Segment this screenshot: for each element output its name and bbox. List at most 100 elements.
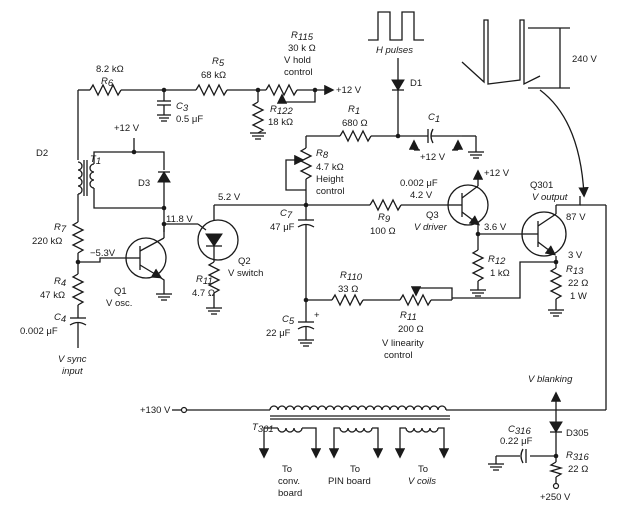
h-pulses-waveform: H pulses [368, 11, 424, 56]
amplitude-label: 240 V [572, 54, 597, 65]
c5-ref: C5 [282, 314, 295, 327]
c7-value: 47 μF [270, 222, 295, 233]
c5-plus: + [314, 310, 320, 321]
resistor-r115 [265, 83, 298, 97]
resistor-r12 [471, 249, 485, 282]
top-rail [78, 83, 335, 104]
c316-value: 0.22 μF [500, 436, 533, 447]
resistor-r316 [548, 461, 564, 478]
v12-osc-label: +12 V [114, 123, 140, 134]
to-vcoils-label1: To [418, 464, 428, 475]
r13-value: 22 Ω [568, 278, 588, 289]
c5-value: 22 μF [266, 328, 291, 339]
r7-ref: R7 [54, 222, 67, 235]
c7-r9-branch [297, 198, 448, 303]
r110-ref: R110 [340, 270, 363, 283]
resistor-r1 [339, 129, 372, 143]
r11-value: 4.7 Ω [192, 288, 215, 299]
resistor-r13 [549, 267, 563, 300]
v-250-label: +250 V [540, 492, 571, 503]
v-130-label: +130 V [140, 405, 171, 416]
r9-value: 100 Ω [370, 226, 396, 237]
r7-value: 220 kΩ [32, 236, 62, 247]
r122-value: 18 kΩ [268, 117, 293, 128]
v-sync-label1: V sync [58, 354, 87, 365]
q1-label: V osc. [106, 298, 132, 309]
transformer-t301 [172, 405, 556, 459]
d3-ref: D3 [138, 178, 150, 189]
potentiometer-r111 [399, 293, 432, 307]
q3-ref: Q3 [426, 210, 439, 221]
v-5-2-label: 5.2 V [218, 192, 241, 203]
to-conv-label3: board [278, 488, 302, 499]
r12-ref: R12 [488, 254, 506, 267]
to-conv-label1: To [282, 464, 292, 475]
c-drv-value: 0.002 μF [400, 178, 438, 189]
c4-ref: C4 [54, 312, 66, 325]
linearity-network [306, 286, 453, 307]
r13-rating: 1 W [570, 291, 587, 302]
capacitor-c3 [157, 90, 171, 122]
transformer-t1-secondary [89, 163, 95, 189]
resistor-r6 [89, 83, 122, 97]
r6-value: 8.2 kΩ [96, 64, 124, 75]
v-3-label: 3 V [568, 250, 583, 261]
transistor-q3 [447, 169, 522, 297]
r115-ref: R115 [291, 30, 314, 43]
to-vcoils-label2: V coils [408, 476, 436, 487]
resistor-r110 [331, 293, 364, 307]
resistor-r11 [207, 261, 221, 294]
r115-label2: control [284, 67, 313, 78]
t1-ref: T1 [90, 154, 101, 167]
resistor-r122 [250, 90, 266, 140]
v12-top-label: +12 V [336, 85, 362, 96]
transistor-q2 [164, 202, 309, 315]
r1-ref: R1 [348, 104, 360, 117]
r11-ref: R11 [196, 274, 213, 287]
t301-ref: T301 [252, 422, 274, 435]
r111-ref: R11 [400, 310, 417, 323]
r8-value: 4.7 kΩ [316, 162, 344, 173]
v12-q3-label: +12 V [484, 168, 510, 179]
r111-value: 200 Ω [398, 324, 424, 335]
q2-ref: Q2 [238, 256, 251, 267]
resistor-r9 [369, 198, 402, 212]
r1-c1-line [306, 128, 484, 159]
r115-label1: V hold [284, 55, 311, 66]
potentiometer-r8 [285, 136, 313, 205]
v12-c1-label: +12 V [420, 152, 446, 163]
h-pulses-label: H pulses [376, 45, 413, 56]
diode-d305 [549, 421, 563, 433]
left-column [69, 90, 164, 348]
c3-ref: C3 [176, 101, 189, 114]
r1-value: 680 Ω [342, 118, 368, 129]
transformer-t1-primary [77, 161, 83, 195]
r111-label2: control [384, 350, 413, 361]
q3-label: V driver [414, 222, 448, 233]
v-blanking-label: V blanking [528, 374, 573, 385]
v-m5-3-label: −5.3V [90, 248, 116, 259]
d305-ref: D305 [566, 428, 589, 439]
r4-value: 47 kΩ [40, 290, 65, 301]
to-conv-label2: conv. [278, 476, 300, 487]
q301-label: V output [532, 192, 568, 203]
d1-ref: D1 [410, 78, 422, 89]
c1-ref: C1 [428, 112, 440, 125]
v-87-label: 87 V [566, 212, 586, 223]
r8-ref: R8 [316, 148, 329, 161]
r8-label1: Height [316, 174, 344, 185]
transistor-q1 [125, 224, 172, 301]
q2-label: V switch [228, 268, 263, 279]
c3-value: 0.5 μF [176, 114, 203, 125]
v-sawtooth-waveform: 240 V [461, 19, 597, 198]
q1-ref: Q1 [114, 286, 127, 297]
c316-ref: C316 [508, 424, 531, 437]
d2-ref: D2 [36, 148, 48, 159]
r8-label2: control [316, 186, 345, 197]
r111-label1: V linearity [382, 338, 424, 349]
r12-value: 1 kΩ [490, 268, 510, 279]
r13-ref: R13 [566, 264, 584, 277]
r5-ref: R5 [212, 56, 225, 69]
r316-value: 22 Ω [568, 464, 588, 475]
